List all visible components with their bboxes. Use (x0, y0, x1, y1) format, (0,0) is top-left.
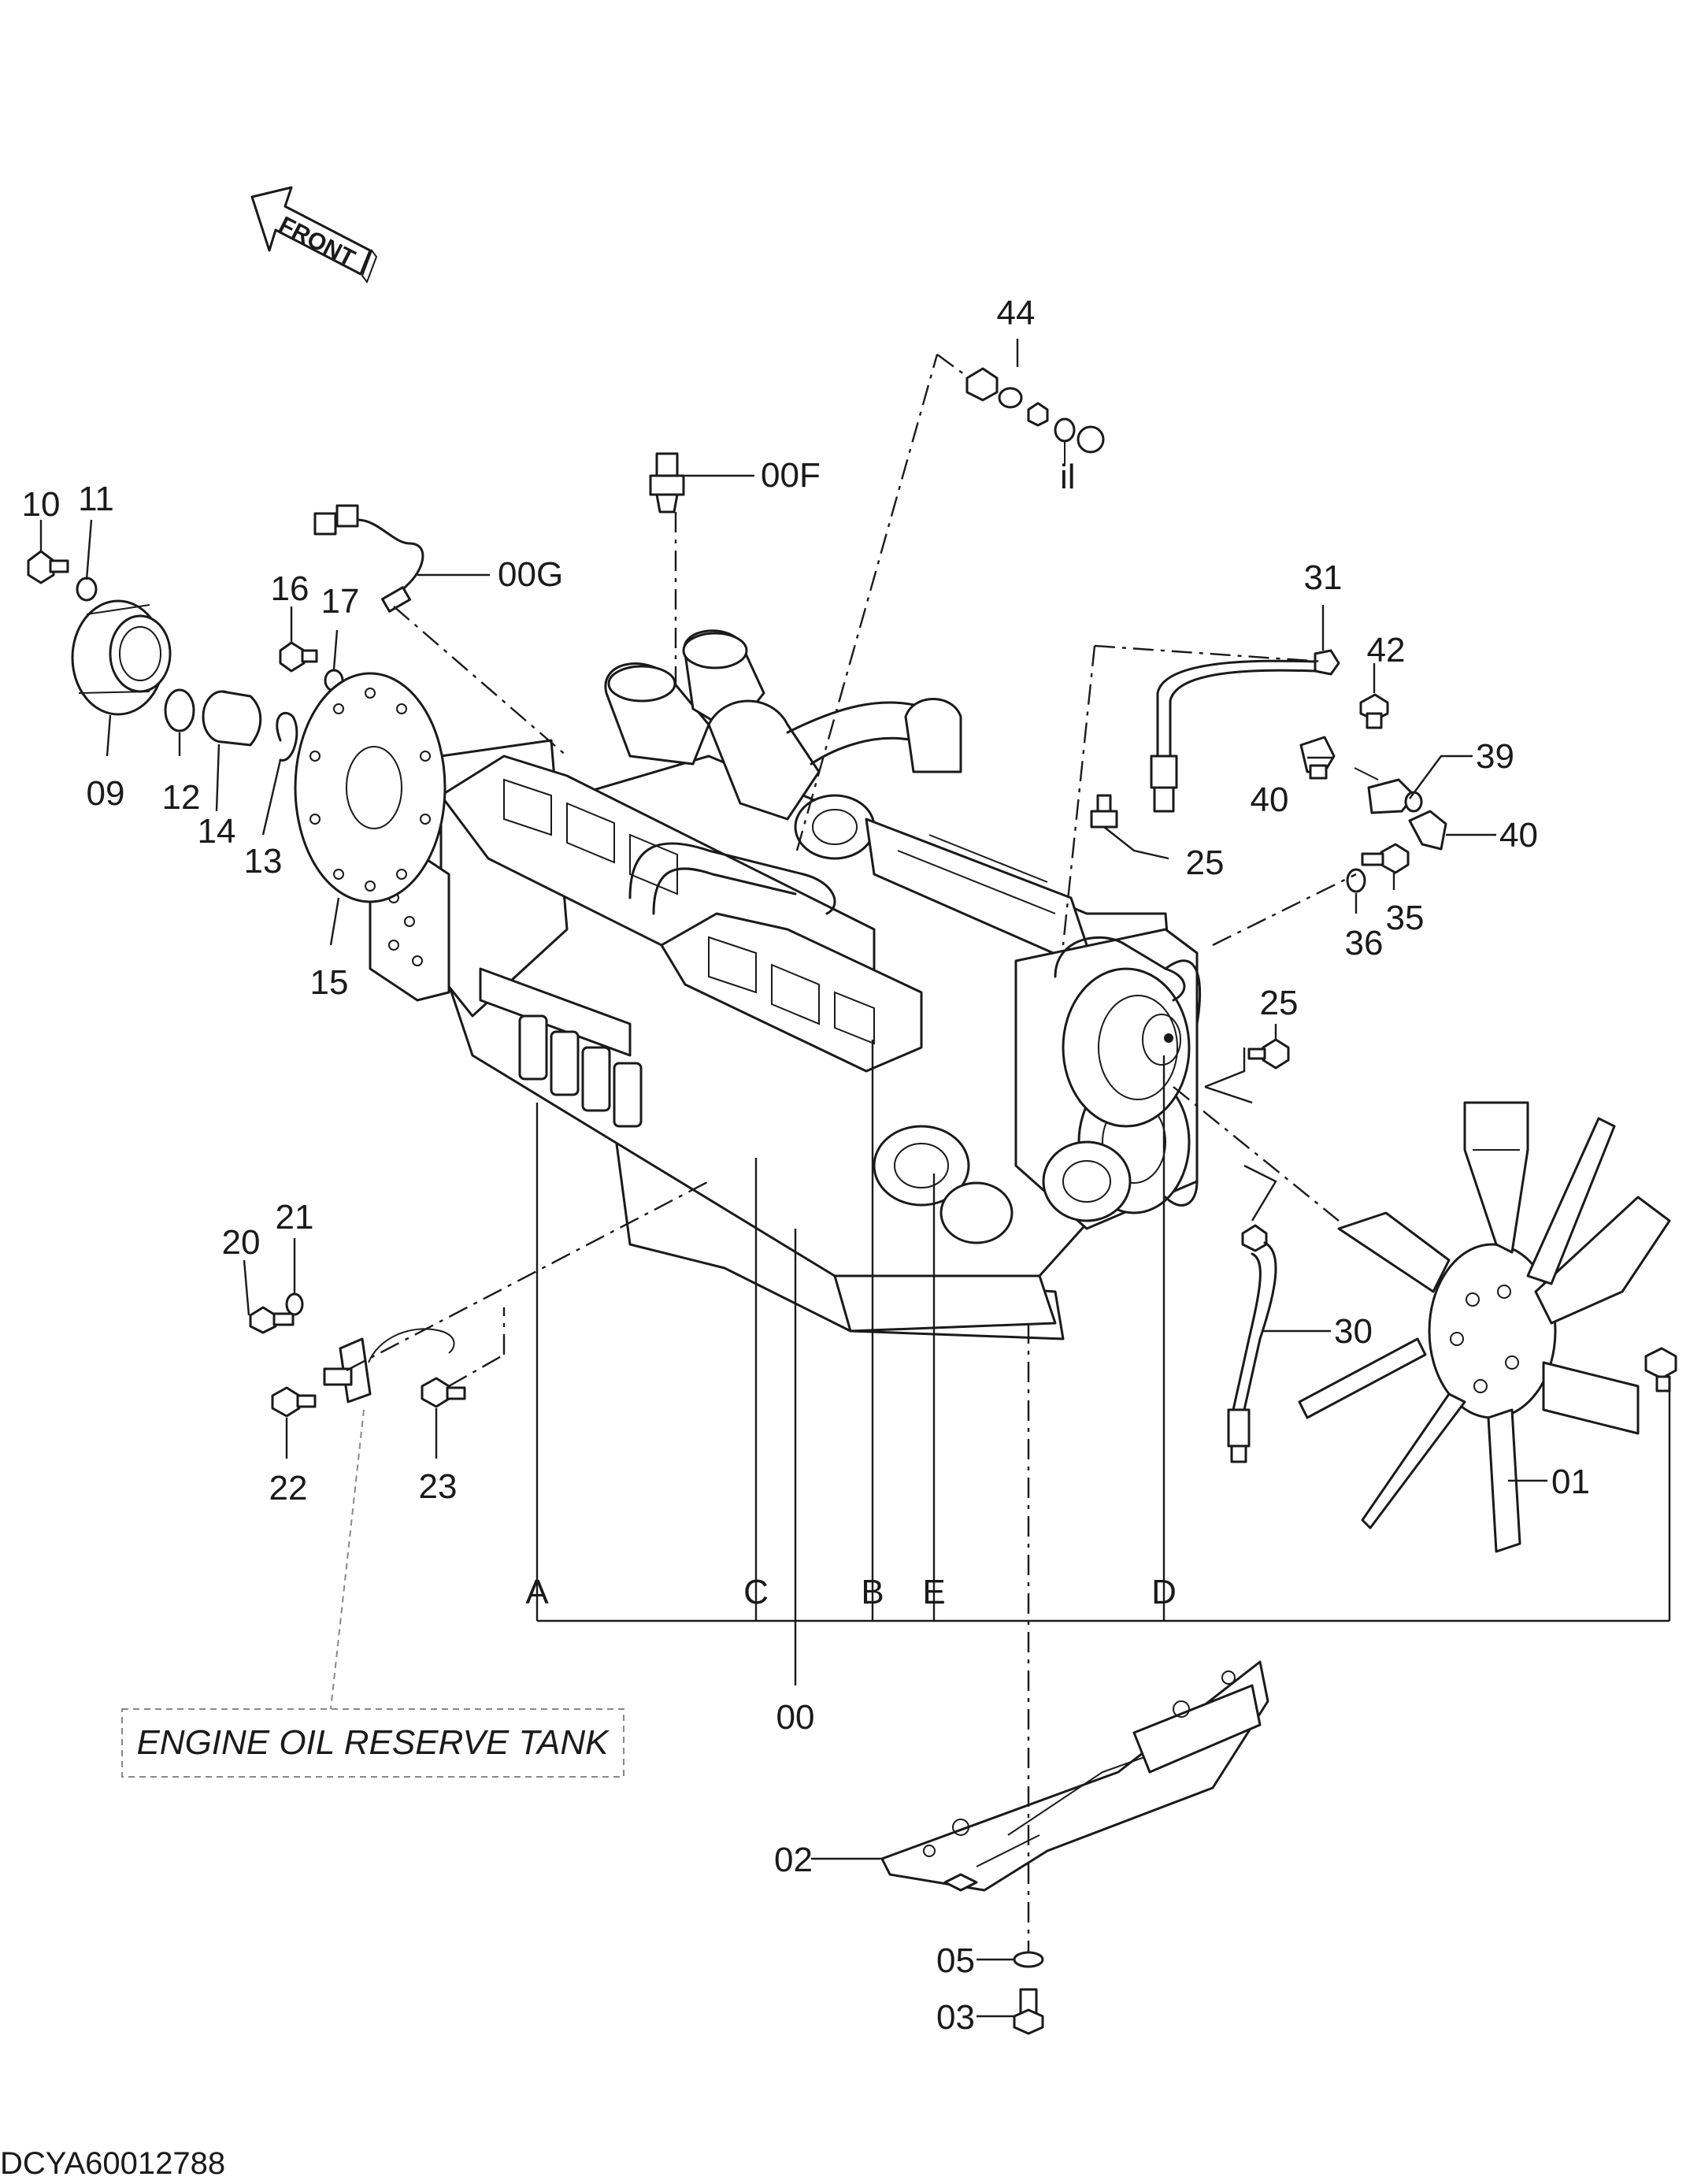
callout-40-left: 40 (1251, 781, 1289, 819)
engine-oil-reserve-tank-note: ENGINE OIL RESERVE TANK (121, 1409, 624, 1778)
callout-12: 12 (162, 778, 201, 817)
tank-connector-bracket (323, 1328, 455, 1403)
part-15-flex-plate (294, 672, 447, 903)
part-00G-sensor (313, 504, 424, 613)
callout-21: 21 (276, 1198, 314, 1237)
callout-35: 35 (1386, 899, 1425, 937)
part-22-fitting (271, 1386, 317, 1418)
callout-25-right: 25 (1260, 984, 1299, 1022)
callout-00F: 00F (761, 456, 821, 495)
callout-31: 31 (1304, 558, 1343, 597)
callout-13: 13 (244, 842, 283, 881)
part-21-washer (285, 1292, 304, 1316)
part-25-fitting-right (1247, 1038, 1290, 1070)
part-20-bolt (249, 1306, 295, 1334)
callout-00: 00 (776, 1698, 815, 1737)
leader-lines (39, 339, 1547, 2018)
callout-03: 03 (936, 1998, 975, 2037)
part-31-hose (1150, 649, 1340, 813)
part-03-bolt (1013, 1988, 1044, 2035)
part-39-valve (1354, 767, 1423, 814)
callout-44: 44 (997, 294, 1036, 332)
callout-17: 17 (321, 582, 360, 621)
front-label: FRONT (275, 212, 359, 272)
part-fan-bolt (1644, 1347, 1677, 1392)
callout-23: 23 (419, 1467, 458, 1506)
callout-14: 14 (198, 812, 236, 851)
rocker-cover-bank-2-lobes (708, 936, 875, 1045)
part-42-fitting (1359, 693, 1389, 729)
callout-36: 36 (1345, 924, 1384, 962)
reference-lines (346, 354, 1357, 1953)
callout-39: 39 (1476, 737, 1514, 776)
bracket-letter-A: A (525, 1573, 549, 1611)
callout-02: 02 (774, 1841, 813, 1879)
rocker-cover-bank-1-lobes (503, 778, 678, 895)
callout-05: 05 (936, 1941, 975, 1980)
part-35-fitting (1361, 843, 1410, 874)
part-16-bolt (279, 641, 318, 673)
bracket-letter-B: B (861, 1573, 884, 1611)
callout-09: 09 (87, 774, 125, 813)
bracket-letter-E: E (922, 1573, 945, 1611)
callout-15: 15 (310, 963, 349, 1002)
part-40-elbow-right (1408, 810, 1447, 851)
callout-40-right: 40 (1499, 816, 1538, 855)
bracket-letter-D: D (1151, 1573, 1177, 1611)
part-00F-sender (649, 452, 685, 514)
part-36-washer (1346, 868, 1366, 893)
note-label: ENGINE OIL RESERVE TANK (136, 1723, 610, 1762)
callout-11: 11 (78, 480, 114, 518)
part-10-bolt (27, 550, 69, 584)
part-01-fan (1298, 1101, 1671, 1553)
callout-20: 20 (222, 1223, 261, 1262)
part-11-washer (76, 577, 98, 602)
part-14-cap (202, 690, 262, 747)
part-13-snap-ring (276, 711, 298, 762)
callout-01: 01 (1551, 1463, 1590, 1501)
oil-filter-bank (479, 967, 643, 1128)
part-23-fitting (421, 1377, 466, 1408)
bracket-letter-C: C (743, 1573, 769, 1611)
callout-42: 42 (1367, 631, 1406, 669)
front-arrow: FRONT (250, 186, 378, 284)
part-30-hose (1227, 1224, 1277, 1463)
callout-labels: 10 11 09 12 14 13 16 17 15 00G 00F 44 31… (22, 294, 1590, 2037)
part-44-terminal-group: il (965, 367, 1105, 496)
part-05-washer (1013, 1951, 1044, 1968)
part-09-housing (71, 599, 172, 716)
callout-22: 22 (269, 1469, 308, 1507)
callout-00G: 00G (498, 555, 563, 594)
terminal-mark: il (1060, 458, 1076, 496)
part-02-support (880, 1660, 1269, 1892)
document-id: DCYA60012788 (0, 2146, 225, 2181)
part-25-fitting-top (1090, 794, 1118, 829)
engine-assembly (369, 629, 1202, 1340)
assembly-bracket (536, 1040, 1671, 1685)
part-12-o-ring (164, 688, 195, 732)
callout-10: 10 (22, 485, 61, 524)
part-40-elbow-left (1299, 736, 1336, 780)
callout-25-top: 25 (1186, 844, 1225, 882)
callout-16: 16 (271, 569, 309, 608)
callout-30: 30 (1334, 1312, 1373, 1351)
